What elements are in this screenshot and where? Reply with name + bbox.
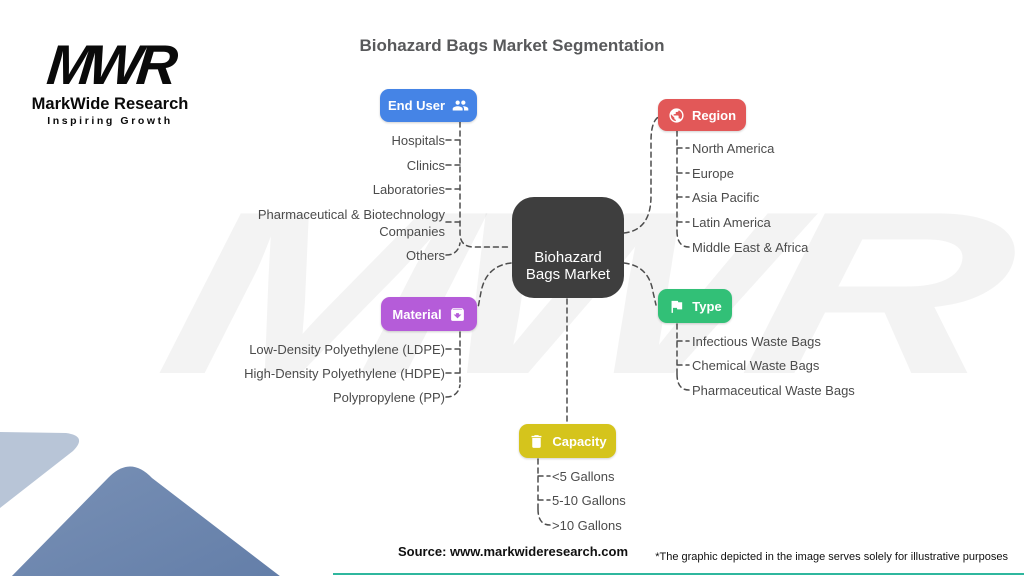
- branch-node-capacity: Capacity: [519, 424, 616, 458]
- bottom-accent-line: [333, 573, 1024, 575]
- footnote-text: *The graphic depicted in the image serve…: [655, 551, 1008, 563]
- segment-item-infectious-waste-bags: Infectious Waste Bags: [692, 334, 821, 349]
- branch-label-end-user: End User: [387, 98, 446, 113]
- segment-item-others: Others: [405, 248, 445, 263]
- segment-item-pharmaceutical-waste-bags: Pharmaceutical Waste Bags: [692, 383, 855, 398]
- page-title: Biohazard Bags Market Segmentation: [359, 36, 665, 55]
- connector-region-items: [676, 130, 690, 248]
- central-node-line1: Biohazard: [534, 249, 602, 266]
- connector-end-user-main: [459, 121, 512, 248]
- globe-icon: [668, 107, 685, 124]
- segment-item-north-america: North America: [692, 141, 775, 156]
- branch-label-type: Type: [692, 298, 722, 314]
- connector-capacity-items: [537, 458, 551, 526]
- connector-material-main: [477, 262, 512, 309]
- branch-node-region: Region: [658, 99, 746, 131]
- branch-label-region: Region: [691, 107, 737, 123]
- bin-icon: [528, 433, 545, 450]
- segment-item-europe: Europe: [692, 166, 734, 181]
- segment-item-latin-america: Latin America: [692, 215, 771, 230]
- box-icon: [449, 306, 466, 323]
- segment-item-ldpe: Low-Density Polyethylene (LDPE): [249, 342, 445, 357]
- branch-label-capacity: Capacity: [552, 433, 607, 449]
- segment-item-asia-pacific: Asia Pacific: [692, 190, 760, 205]
- segment-item-under-5-gallons: <5 Gallons: [552, 469, 615, 484]
- segment-item-over-10-gallons: >10 Gallons: [552, 518, 622, 533]
- connector-end-user-items: [445, 139, 461, 256]
- logo-tagline: Inspiring Growth: [47, 115, 173, 128]
- connector-region-main: [623, 115, 661, 234]
- central-node-line2: Bags Market: [525, 266, 611, 283]
- connector-type-items: [676, 323, 690, 391]
- corner-shape-dark: [11, 466, 280, 576]
- branch-node-material: Material: [381, 297, 477, 331]
- corner-shape-light: [0, 432, 80, 508]
- segment-item-hdpe: High-Density Polyethylene (HDPE): [244, 366, 445, 381]
- segment-item-laboratories: Laboratories: [372, 182, 445, 197]
- segment-item-chemical-waste-bags: Chemical Waste Bags: [692, 358, 820, 373]
- segment-item-hospitals: Hospitals: [391, 133, 445, 148]
- segment-item-pp: Polypropylene (PP): [333, 390, 445, 405]
- connector-type-main: [623, 262, 657, 306]
- flag-icon: [668, 298, 685, 315]
- segment-item-pharma-biotech-companies: Pharmaceutical & Biotechnology Companies: [257, 207, 445, 239]
- mwr-logo: MWR MarkWide Research Inspiring Growth: [26, 33, 194, 128]
- segment-item-clinics: Clinics: [406, 158, 445, 173]
- source-text: Source: www.markwideresearch.com: [398, 544, 629, 559]
- branch-node-type: Type: [658, 289, 732, 323]
- branch-label-material: Material: [392, 306, 442, 322]
- people-icon: [452, 97, 469, 114]
- segment-item-5-10-gallons: 5-10 Gallons: [552, 493, 626, 508]
- central-node: Biohazard Bags Market: [512, 197, 624, 298]
- branch-node-end-user: End User: [380, 89, 477, 122]
- logo-name: MarkWide Research: [31, 95, 189, 114]
- connector-material-items: [445, 331, 461, 398]
- segment-item-middle-east-africa: Middle East & Africa: [692, 240, 809, 255]
